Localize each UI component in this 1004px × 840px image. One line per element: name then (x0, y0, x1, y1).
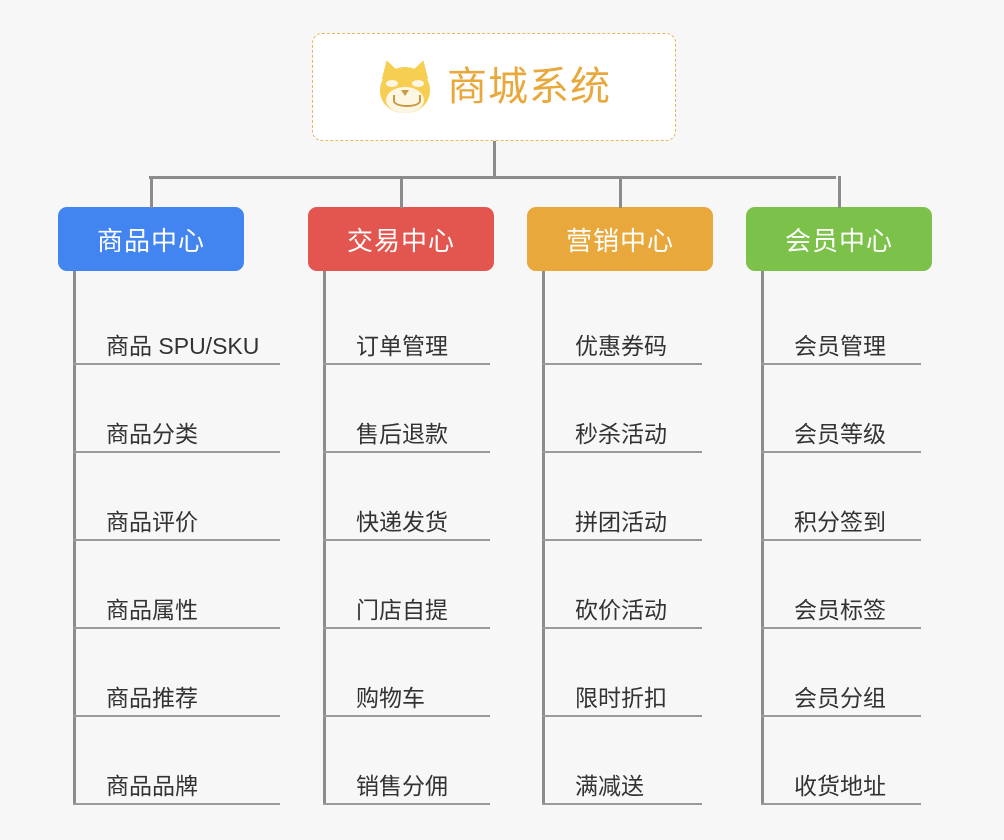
leaf-item[interactable]: 砍价活动 (542, 541, 713, 629)
leaf-item[interactable]: 快递发货 (323, 453, 494, 541)
leaf-item[interactable]: 会员分组 (761, 629, 932, 717)
leaf-label: 秒杀活动 (575, 420, 667, 447)
leaf-item[interactable]: 商品推荐 (73, 629, 280, 717)
leaf-item[interactable]: 满减送 (542, 717, 713, 805)
leaf-item[interactable]: 优惠券码 (542, 277, 713, 365)
leaf-label: 快递发货 (356, 508, 448, 535)
branch-leaf-list-0: 商品 SPU/SKU 商品分类商品评价商品属性商品推荐商品品牌 (73, 271, 280, 805)
branch-spine-3 (761, 271, 764, 805)
leaf-underline (542, 627, 702, 629)
leaf-item[interactable]: 会员等级 (761, 365, 932, 453)
leaf-label: 销售分佣 (356, 772, 448, 799)
branch-header-1[interactable]: 交易中心 (308, 207, 494, 271)
branch-header-3[interactable]: 会员中心 (746, 207, 932, 271)
leaf-item[interactable]: 会员管理 (761, 277, 932, 365)
branch-column-3: 会员中心会员管理会员等级积分签到会员标签会员分组收货地址 (746, 207, 932, 805)
branch-spine-1 (323, 271, 326, 805)
leaf-underline (323, 627, 490, 629)
leaf-underline (542, 803, 702, 805)
branch-column-2: 营销中心优惠券码秒杀活动拼团活动砍价活动限时折扣满减送 (527, 207, 713, 805)
connector-crossbar (149, 176, 836, 179)
leaf-underline (761, 451, 921, 453)
leaf-item[interactable]: 销售分佣 (323, 717, 494, 805)
leaf-item[interactable]: 会员标签 (761, 541, 932, 629)
branch-leaf-list-1: 订单管理售后退款快递发货门店自提购物车销售分佣 (323, 271, 494, 805)
connector-drop-1 (400, 176, 403, 208)
shiba-inu-dog-face-icon (377, 57, 433, 115)
leaf-label: 商品评价 (106, 508, 198, 535)
leaf-label: 门店自提 (356, 596, 448, 623)
leaf-item[interactable]: 门店自提 (323, 541, 494, 629)
leaf-underline (761, 539, 921, 541)
leaf-item[interactable]: 订单管理 (323, 277, 494, 365)
leaf-item[interactable]: 积分签到 (761, 453, 932, 541)
leaf-item[interactable]: 商品评价 (73, 453, 280, 541)
leaf-underline (73, 627, 280, 629)
leaf-item[interactable]: 限时折扣 (542, 629, 713, 717)
leaf-item[interactable]: 秒杀活动 (542, 365, 713, 453)
leaf-label: 砍价活动 (575, 596, 667, 623)
leaf-label: 拼团活动 (575, 508, 667, 535)
leaf-item[interactable]: 购物车 (323, 629, 494, 717)
branch-spine-0 (73, 271, 76, 805)
leaf-underline (761, 803, 921, 805)
leaf-underline (542, 539, 702, 541)
leaf-label: 积分签到 (794, 508, 886, 535)
leaf-item[interactable]: 商品分类 (73, 365, 280, 453)
branch-header-2[interactable]: 营销中心 (527, 207, 713, 271)
leaf-item[interactable]: 拼团活动 (542, 453, 713, 541)
leaf-item[interactable]: 商品品牌 (73, 717, 280, 805)
leaf-underline (542, 363, 702, 365)
root-title: 商城系统 (447, 65, 611, 109)
leaf-label: 限时折扣 (575, 684, 667, 711)
leaf-label: 满减送 (575, 772, 644, 799)
leaf-label: 商品 SPU/SKU (106, 332, 260, 359)
branch-header-0[interactable]: 商品中心 (58, 207, 244, 271)
leaf-item[interactable]: 商品 SPU/SKU (73, 277, 280, 365)
connector-drop-2 (619, 176, 622, 208)
leaf-label: 商品属性 (106, 596, 198, 623)
leaf-label: 会员管理 (794, 332, 886, 359)
leaf-item[interactable]: 商品属性 (73, 541, 280, 629)
leaf-underline (323, 803, 490, 805)
leaf-underline (73, 539, 280, 541)
leaf-label: 会员等级 (794, 420, 886, 447)
branch-leaf-list-3: 会员管理会员等级积分签到会员标签会员分组收货地址 (761, 271, 932, 805)
branch-column-1: 交易中心订单管理售后退款快递发货门店自提购物车销售分佣 (308, 207, 494, 805)
branch-leaf-list-2: 优惠券码秒杀活动拼团活动砍价活动限时折扣满减送 (542, 271, 713, 805)
root-node[interactable]: 商城系统 (312, 33, 676, 141)
branch-column-0: 商品中心商品 SPU/SKU 商品分类商品评价商品属性商品推荐商品品牌 (58, 207, 280, 805)
leaf-underline (761, 715, 921, 717)
leaf-underline (542, 451, 702, 453)
leaf-item[interactable]: 收货地址 (761, 717, 932, 805)
leaf-label: 商品推荐 (106, 684, 198, 711)
leaf-underline (323, 715, 490, 717)
connector-drop-0 (150, 176, 153, 208)
connector-trunk (493, 141, 496, 178)
connector-drop-3 (838, 176, 841, 208)
leaf-label: 会员标签 (794, 596, 886, 623)
leaf-label: 售后退款 (356, 420, 448, 447)
leaf-underline (761, 627, 921, 629)
leaf-underline (73, 451, 280, 453)
leaf-label: 商品品牌 (106, 772, 198, 799)
leaf-label: 收货地址 (794, 772, 886, 799)
leaf-underline (323, 363, 490, 365)
leaf-label: 订单管理 (356, 332, 448, 359)
leaf-underline (73, 803, 280, 805)
leaf-item[interactable]: 售后退款 (323, 365, 494, 453)
branch-spine-2 (542, 271, 545, 805)
leaf-underline (73, 715, 280, 717)
leaf-underline (323, 539, 490, 541)
leaf-underline (761, 363, 921, 365)
leaf-label: 商品分类 (106, 420, 198, 447)
leaf-label: 购物车 (356, 684, 425, 711)
leaf-underline (323, 451, 490, 453)
leaf-underline (542, 715, 702, 717)
leaf-label: 优惠券码 (575, 332, 667, 359)
leaf-underline (73, 363, 280, 365)
leaf-label: 会员分组 (794, 684, 886, 711)
